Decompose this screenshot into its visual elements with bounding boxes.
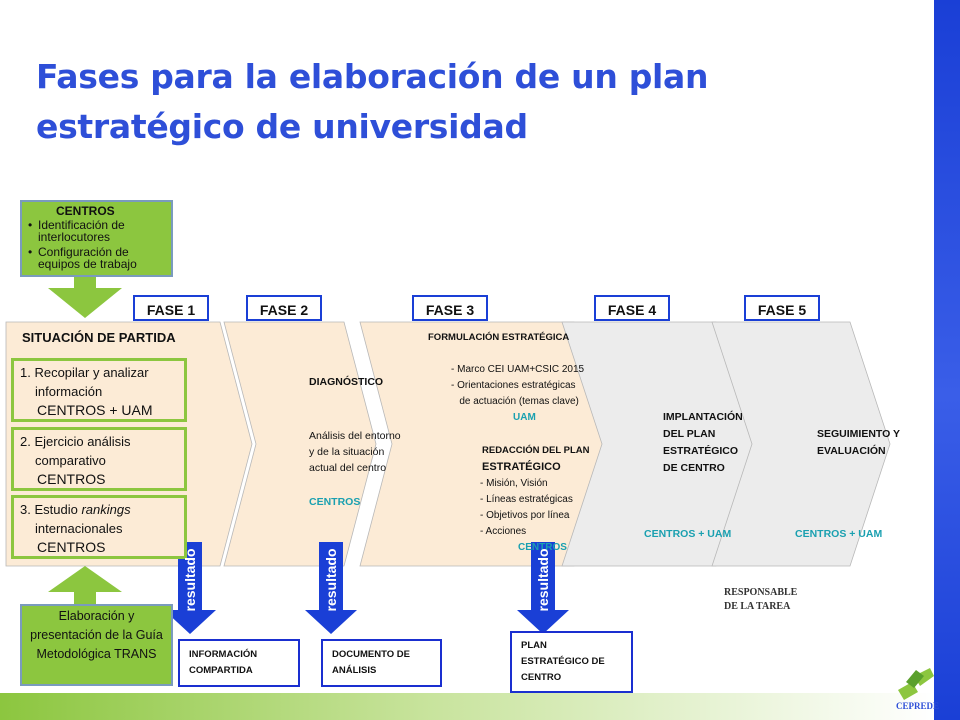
resultado-arrow-3 — [517, 542, 569, 634]
formulacion-line: - Marco CEI UAM+CSIC 2015 — [451, 364, 585, 375]
seguimiento-line: SEGUIMIENTO Y — [817, 428, 901, 440]
task-3-line2: internacionales — [35, 521, 123, 536]
ceprede-logo-text: CEPREDE — [896, 701, 940, 711]
situacion-heading: SITUACIÓN DE PARTIDA — [22, 330, 176, 345]
redaccion-line: - Líneas estratégicas — [480, 494, 573, 505]
diagnostico-line: Análisis del entorno — [309, 430, 401, 442]
task-2-who: CENTROS — [37, 471, 106, 487]
formulacion-heading: FORMULACIÓN ESTRATÉGICA — [428, 332, 570, 343]
resultado-arrow-2 — [305, 542, 357, 634]
redaccion-who: CENTROS — [518, 542, 567, 553]
centros-box: CENTROS •Identificación de interlocutore… — [20, 200, 173, 277]
redaccion-heading: ESTRATÉGICO — [482, 461, 561, 473]
resultado-label-2: resultado — [323, 548, 339, 612]
redaccion-line: - Objetivos por línea — [480, 510, 570, 521]
green-arrow-down — [48, 276, 122, 318]
centros-box-heading: CENTROS — [56, 204, 115, 218]
task-3-line1: 3. Estudio rankings — [20, 502, 131, 517]
phase-tab-3: FASE 3 — [412, 295, 488, 321]
guia-box: Elaboración y presentación de la Guía Me… — [20, 604, 173, 686]
task-2-line1: 2. Ejercicio análisis — [20, 434, 131, 449]
formulacion-who: UAM — [513, 412, 536, 423]
responsable-line: RESPONSABLE — [724, 587, 798, 598]
task-box-1: 1. Recopilar y analizar información CENT… — [11, 358, 187, 422]
task-box-2: 2. Ejercicio análisis comparativo CENTRO… — [11, 427, 187, 491]
centros-box-item: •Configuración de equipos de trabajo — [28, 245, 137, 271]
implantacion-line: IMPLANTACIÓN — [663, 411, 743, 423]
decorative-side-bar — [934, 0, 960, 720]
responsable-line: DE LA TAREA — [724, 601, 791, 612]
green-arrow-up — [48, 566, 122, 606]
implantacion-line: ESTRATÉGICO — [663, 445, 739, 457]
implantacion-line: DE CENTRO — [663, 462, 725, 474]
diagnostico-heading: DIAGNÓSTICO — [309, 376, 384, 388]
task-3-who: CENTROS — [37, 539, 106, 555]
phase-tab-4: FASE 4 — [594, 295, 670, 321]
task-2-line2: comparativo — [35, 453, 106, 468]
task-1-line1: 1. Recopilar y analizar — [20, 365, 149, 380]
task-box-3: 3. Estudio rankings internacionales CENT… — [11, 495, 187, 559]
redaccion-line: - Acciones — [480, 526, 527, 537]
implantacion-who: CENTROS + UAM — [644, 528, 732, 540]
resultado-label-1: resultado — [182, 548, 198, 612]
implantacion-line: DEL PLAN — [663, 428, 716, 440]
diagnostico-who: CENTROS — [309, 496, 361, 508]
ceprede-logo-mark — [898, 668, 934, 700]
centros-box-item: •Identificación de interlocutores — [28, 218, 125, 244]
task-1-who: CENTROS + UAM — [37, 402, 153, 418]
seguimiento-who: CENTROS + UAM — [795, 528, 883, 540]
chevron-phase-2 — [223, 321, 377, 567]
resultado-arrow-1 — [164, 542, 216, 634]
seguimiento-line: EVALUACIÓN — [817, 445, 886, 457]
decorative-bottom-bar — [0, 693, 934, 720]
resultado-label-3: resultado — [535, 548, 551, 612]
formulacion-line: - Orientaciones estratégicas — [451, 380, 576, 391]
diagnostico-line: y de la situación — [309, 446, 385, 458]
diagnostico-line: actual del centro — [309, 462, 387, 474]
task-1-line2: información — [35, 384, 103, 399]
phase-tab-5: FASE 5 — [744, 295, 820, 321]
redaccion-heading: REDACCIÓN DEL PLAN — [482, 445, 590, 456]
chevron-phase-5 — [711, 321, 891, 567]
phase-tab-1: FASE 1 — [133, 295, 209, 321]
redaccion-line: - Misión, Visión — [480, 478, 548, 489]
phase-tab-2: FASE 2 — [246, 295, 322, 321]
formulacion-line: de actuación (temas clave) — [451, 396, 579, 407]
page-title: Fases para la elaboración de un plan est… — [36, 57, 709, 146]
